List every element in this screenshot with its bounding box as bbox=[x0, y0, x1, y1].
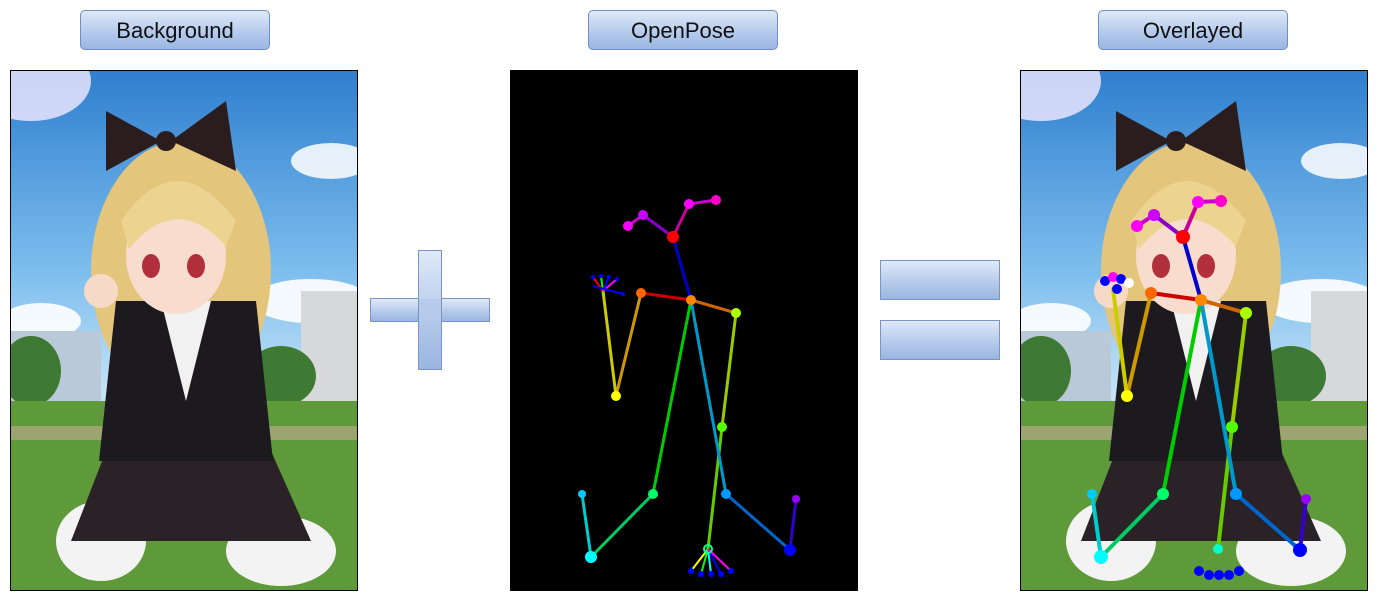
background-image bbox=[10, 70, 358, 591]
openpose-label: OpenPose bbox=[588, 10, 778, 50]
overlay-right-hand bbox=[1194, 544, 1244, 580]
equals-bottom-bar bbox=[880, 320, 1000, 360]
overlayed-image bbox=[1020, 70, 1368, 591]
plus-center bbox=[419, 299, 441, 321]
overlay-illustration bbox=[1021, 71, 1367, 590]
anime-girl-illustration bbox=[11, 71, 357, 590]
pose-skeleton bbox=[578, 195, 800, 577]
left-hand-keypoints bbox=[591, 274, 625, 296]
right-hand-keypoints bbox=[688, 544, 734, 577]
overlayed-label: Overlayed bbox=[1098, 10, 1288, 50]
equals-top-bar bbox=[880, 260, 1000, 300]
overlay-skeleton bbox=[1090, 199, 1308, 559]
background-label: Background bbox=[80, 10, 270, 50]
overlay-left-hand bbox=[1100, 272, 1134, 294]
openpose-image bbox=[510, 70, 858, 591]
